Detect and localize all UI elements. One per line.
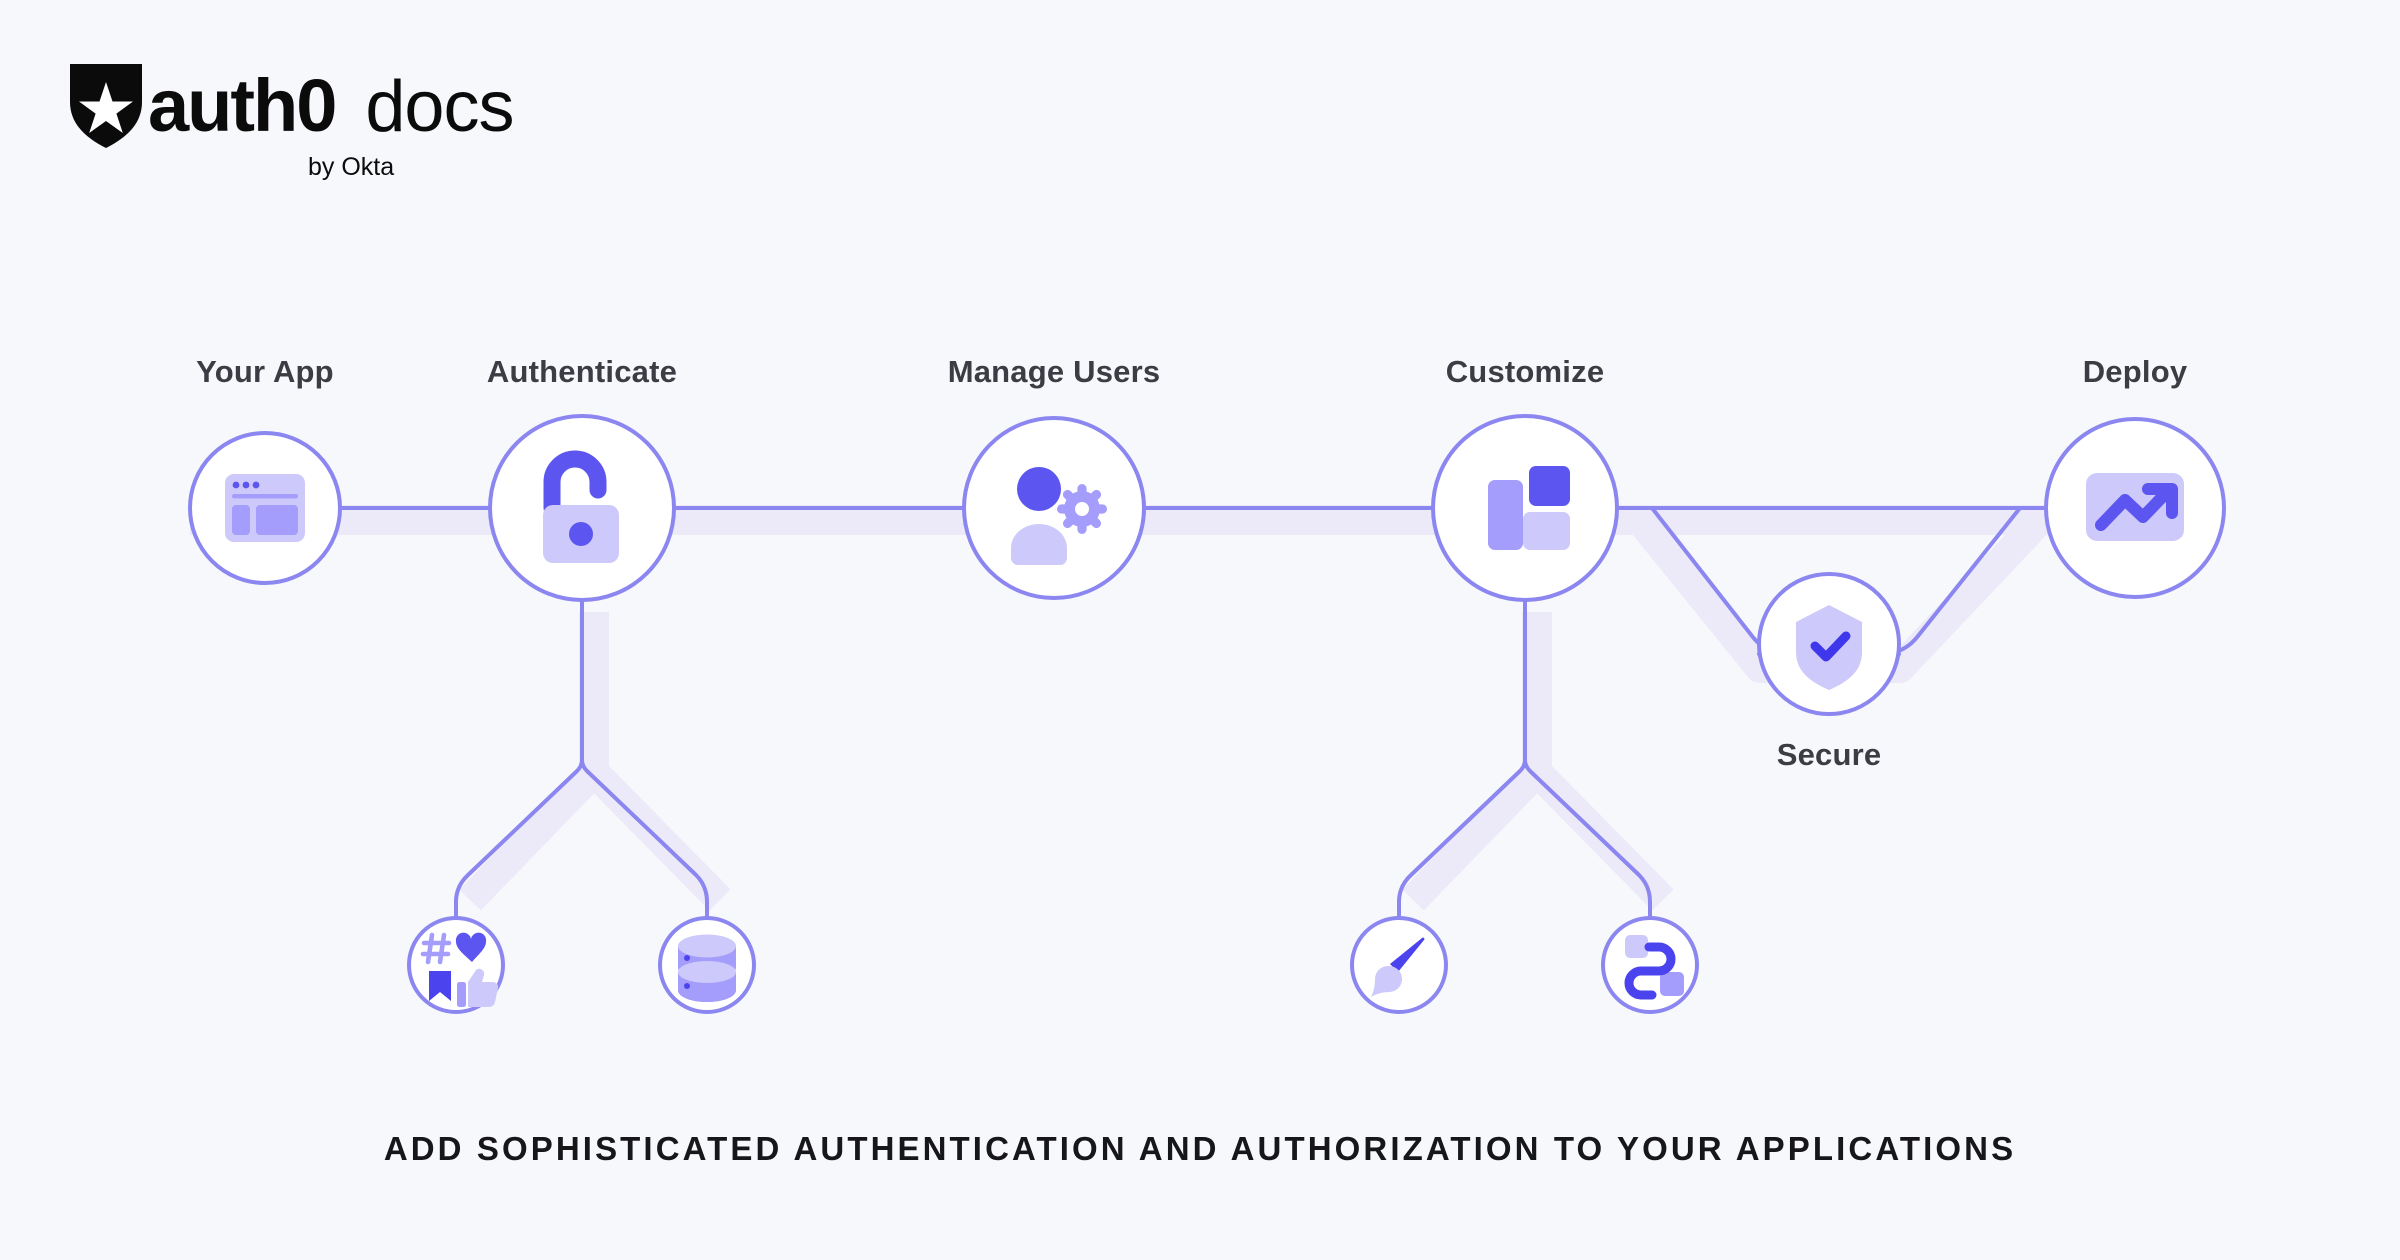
glow-auth-y-right	[579, 612, 731, 911]
node-secure[interactable]: Secure	[1757, 572, 1901, 772]
paintbrush-icon	[1371, 937, 1425, 997]
node-circle-customize[interactable]	[1431, 414, 1619, 602]
node-branding[interactable]	[1350, 916, 1448, 1014]
brand-row: auth0 docs	[148, 62, 514, 151]
brand-text-block: auth0 docs by Okta	[148, 62, 514, 182]
social-reactions-icon	[420, 932, 499, 1008]
flow-connector-icon	[1624, 935, 1684, 1000]
auth0-shield-logo-icon	[70, 64, 142, 148]
heart-icon	[455, 932, 487, 962]
page-caption: ADD SOPHISTICATED AUTHENTICATION AND AUT…	[383, 1130, 2017, 1167]
thumbs-up-icon	[457, 968, 499, 1008]
node-deploy[interactable]: Deploy	[2044, 354, 2226, 599]
node-label-secure: Secure	[1777, 737, 1882, 772]
node-your-app[interactable]: Your App	[188, 354, 342, 585]
node-database[interactable]	[658, 916, 756, 1014]
brand-product: docs	[365, 67, 514, 147]
node-social[interactable]	[407, 916, 505, 1014]
trending-up-icon	[2086, 473, 2184, 541]
node-customize[interactable]: Customize	[1431, 354, 1619, 602]
node-label-authenticate: Authenticate	[487, 354, 677, 389]
bookmark-icon	[429, 971, 451, 1001]
hashtag-icon	[420, 932, 452, 965]
node-manage-users[interactable]: Manage Users	[948, 354, 1161, 600]
brand-name: auth0	[148, 64, 337, 147]
user-gear-icon	[1011, 467, 1107, 565]
brand-logo[interactable]: auth0 docs by Okta	[68, 62, 514, 182]
node-label-deploy: Deploy	[2083, 354, 2188, 389]
brand-byline: by Okta	[308, 153, 395, 181]
node-label-customize: Customize	[1446, 354, 1605, 389]
edge-customize-flows	[1523, 598, 1652, 920]
node-label-manage-users: Manage Users	[948, 354, 1161, 389]
layout-blocks-icon	[1488, 466, 1570, 550]
shield-check-icon	[1796, 605, 1862, 690]
node-circle-manage-users[interactable]	[962, 416, 1146, 600]
browser-window-icon	[225, 474, 305, 542]
node-label-your-app: Your App	[196, 354, 334, 389]
open-padlock-icon	[543, 450, 619, 563]
node-authenticate[interactable]: Authenticate	[487, 354, 677, 602]
node-flows[interactable]	[1601, 916, 1699, 1014]
database-icon	[678, 934, 736, 1002]
edge-authenticate-database	[580, 598, 709, 920]
glow-cust-y-right	[1522, 612, 1674, 911]
